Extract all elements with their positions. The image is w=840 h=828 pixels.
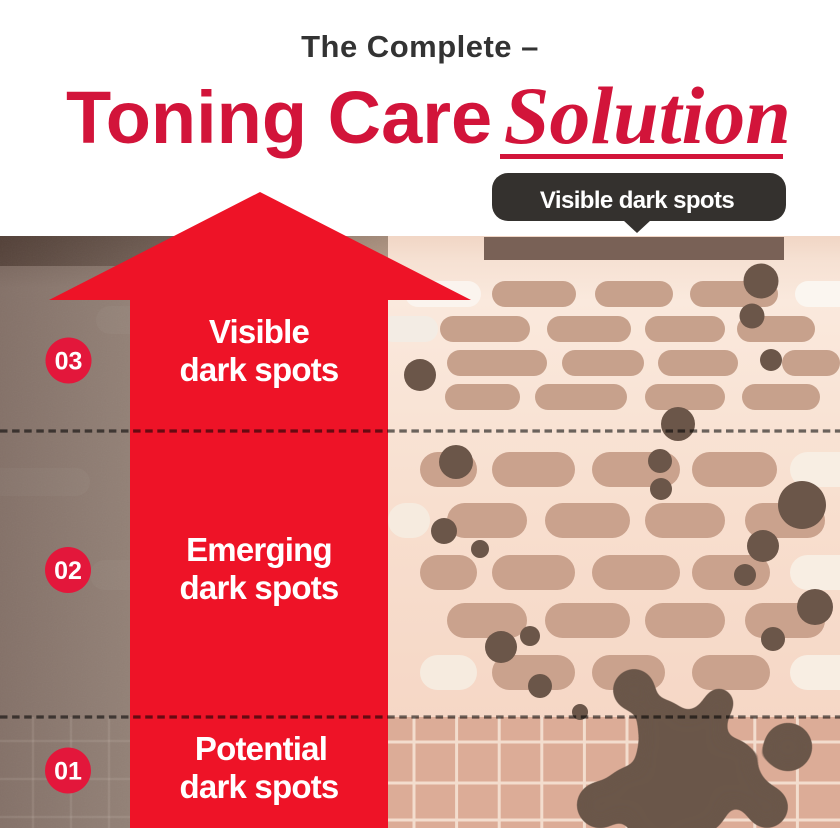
svg-text:Visible: Visible — [209, 313, 310, 350]
svg-text:01: 01 — [54, 758, 82, 786]
svg-text:Potential: Potential — [195, 730, 327, 767]
svg-text:02: 02 — [54, 557, 82, 585]
svg-text:dark spots: dark spots — [180, 768, 339, 805]
svg-text:03: 03 — [55, 348, 83, 376]
svg-text:Emerging: Emerging — [186, 531, 332, 568]
svg-text:Visible dark spots: Visible dark spots — [540, 187, 734, 214]
svg-text:dark spots: dark spots — [180, 351, 339, 388]
svg-text:dark spots: dark spots — [180, 569, 339, 606]
